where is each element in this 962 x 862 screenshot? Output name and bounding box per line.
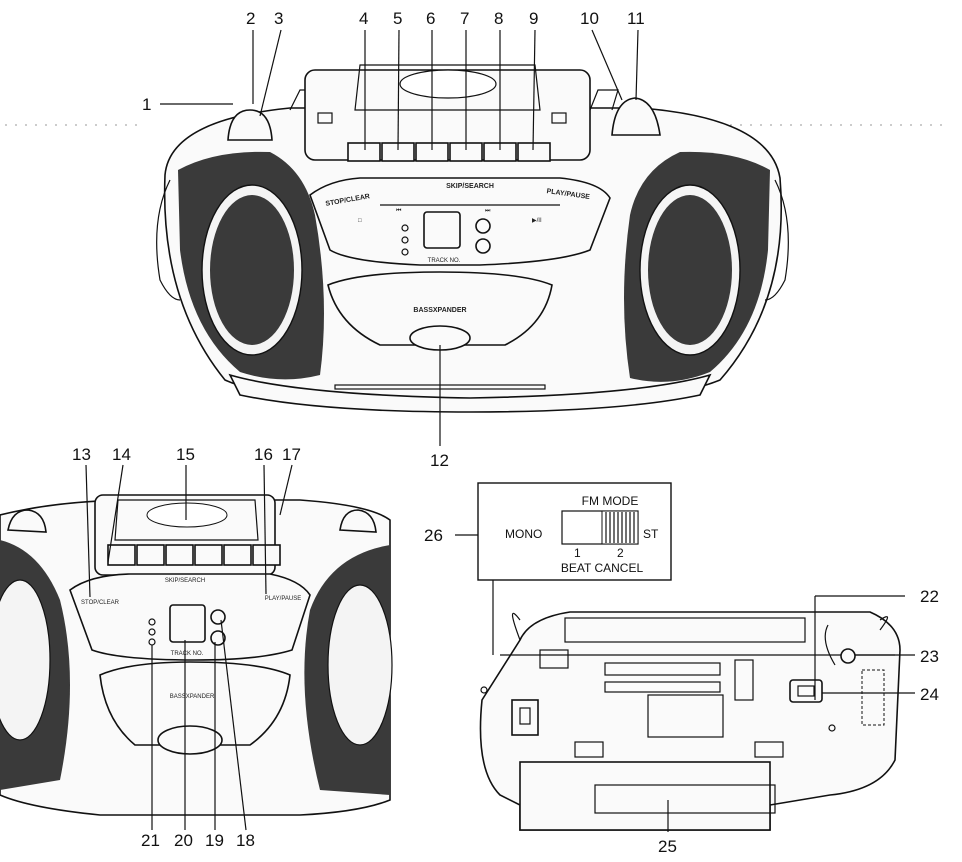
beat-cancel-label: BEAT CANCEL — [561, 561, 644, 575]
detail-track-no-label: TRACK NO. — [171, 651, 204, 657]
callout-7: 7 — [460, 9, 469, 28]
callout-17: 17 — [282, 445, 301, 464]
front-view: SKIP/SEARCH STOP/CLEAR PLAY/PAUSE □ ⏮ ⏭ … — [5, 64, 950, 413]
headphone-jack — [840, 648, 856, 664]
detail-stop-clear-label: STOP/CLEAR — [81, 600, 120, 606]
callout-25: 25 — [658, 837, 677, 856]
cassette-door — [327, 271, 553, 346]
svg-text:□: □ — [358, 218, 362, 224]
detail-callout-lines — [85, 464, 293, 831]
callout-2: 2 — [246, 9, 255, 28]
callout-24: 24 — [920, 685, 939, 704]
right-knob — [611, 97, 661, 136]
cd-window — [399, 69, 497, 99]
fm-st-label: ST — [643, 527, 659, 541]
callout-4: 4 — [359, 9, 368, 28]
callout-18: 18 — [236, 831, 255, 850]
callout-20: 20 — [174, 831, 193, 850]
callout-3: 3 — [274, 9, 283, 28]
fm-switch-knob — [601, 510, 639, 545]
rear-view — [479, 611, 901, 831]
callout-10: 10 — [580, 9, 599, 28]
ac-socket — [789, 679, 823, 703]
skip-search-label: SKIP/SEARCH — [446, 183, 494, 190]
callout-19: 19 — [205, 831, 224, 850]
svg-text:⏭: ⏭ — [485, 208, 491, 214]
fm-mono-label: MONO — [505, 527, 542, 541]
fm-mode-panel: FM MODE MONO ST 1 2 BEAT CANCEL — [455, 482, 672, 655]
callout-8: 8 — [494, 9, 503, 28]
track-display — [423, 211, 461, 249]
svg-text:▶/II: ▶/II — [532, 218, 542, 224]
left-knob — [227, 109, 273, 141]
bassxpander-label: BASSXPANDER — [413, 307, 466, 314]
fm-mode-title: FM MODE — [582, 494, 639, 508]
callout-14: 14 — [112, 445, 131, 464]
callout-5: 5 — [393, 9, 402, 28]
detail-view: SKIP/SEARCH STOP/CLEAR PLAY/PAUSE TRACK … — [0, 494, 393, 816]
intro-button — [475, 238, 491, 254]
fm-pos-1: 1 — [574, 546, 581, 560]
callout-15: 15 — [176, 445, 195, 464]
callout-12: 12 — [430, 451, 449, 470]
svg-text:⏮: ⏮ — [396, 208, 402, 214]
track-no-label: TRACK NO. — [428, 258, 461, 264]
callout-13: 13 — [72, 445, 91, 464]
cassette-buttons — [347, 142, 551, 162]
callout-11: 11 — [627, 9, 645, 28]
battery-door-latch — [511, 699, 539, 736]
callout-22: 22 — [920, 587, 939, 606]
repeat-button — [475, 218, 491, 234]
callout-21: 21 — [141, 831, 160, 850]
battery-compartment — [519, 761, 771, 831]
front-callout-lines — [160, 29, 639, 446]
fm-pos-2: 2 — [617, 546, 624, 560]
detail-play-pause-label: PLAY/PAUSE — [265, 596, 301, 602]
callout-16: 16 — [254, 445, 273, 464]
rear-callout-lines — [667, 595, 915, 832]
detail-bassxpander-label: BASSXPANDER — [170, 694, 215, 700]
callout-6: 6 — [426, 9, 435, 28]
detail-skip-search-label: SKIP/SEARCH — [165, 578, 205, 584]
callout-23: 23 — [920, 647, 939, 666]
callout-1: 1 — [142, 95, 151, 114]
callout-9: 9 — [529, 9, 538, 28]
callout-26: 26 — [424, 526, 443, 545]
